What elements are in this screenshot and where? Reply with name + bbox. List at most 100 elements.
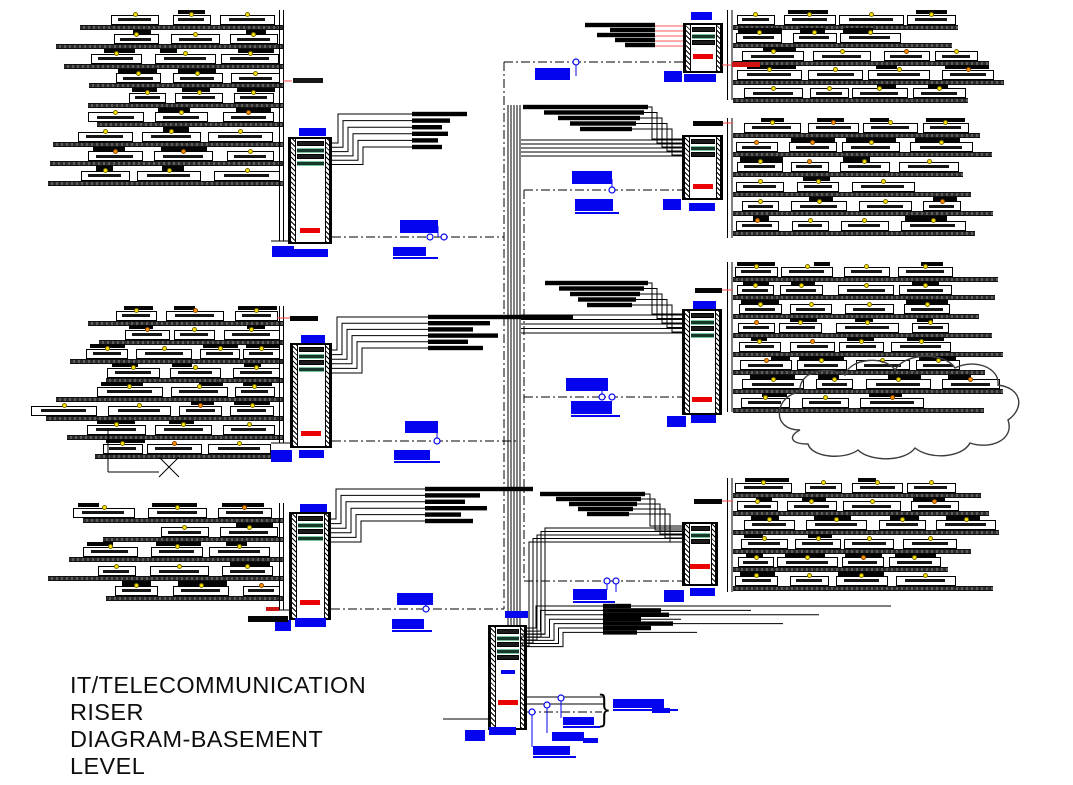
device-tag-bar: [242, 382, 273, 387]
connector-dot: [254, 308, 260, 313]
cable-tray-bar: [106, 595, 283, 601]
cable-tray-bar: [47, 180, 283, 186]
connector-dot: [770, 85, 776, 91]
cabinet-red-unit: [692, 184, 713, 189]
device-box-text: [144, 352, 183, 355]
device-tag-bar: [92, 146, 126, 152]
device-tag-bar: [100, 382, 143, 387]
connector-dot: [953, 48, 959, 54]
cable-run-bar: [603, 612, 669, 617]
cable-run-bar: [412, 125, 442, 130]
device-box-text: [866, 204, 904, 208]
blue-annotation: [690, 588, 715, 596]
device-tag-bar: [235, 522, 274, 527]
connector-dot: [247, 51, 253, 57]
blue-annotation: [684, 74, 716, 82]
device-box-text: [248, 589, 274, 593]
device-tag-bar: [229, 561, 270, 566]
device-box-text: [82, 511, 125, 514]
device-box-text: [846, 288, 885, 292]
cable-tray-bar: [733, 529, 999, 535]
connector-dot: [927, 536, 933, 541]
rack-unit: [690, 526, 710, 531]
device-box-text: [886, 523, 919, 527]
device-box-text: [174, 314, 215, 317]
device-box-text: [743, 504, 771, 508]
device-box-text: [748, 542, 780, 545]
junction-circle: [572, 58, 580, 66]
device-box-text: [804, 363, 839, 367]
connector-dot: [133, 31, 139, 37]
connector-dot: [936, 85, 942, 91]
cable-run-bar: [428, 333, 498, 338]
device-box-text: [917, 504, 951, 508]
device-box-text: [799, 36, 830, 40]
device-box-text: [850, 270, 883, 273]
cabinet-blue-unit: [500, 670, 515, 674]
connector-dot: [196, 90, 202, 96]
rack-unit: [298, 366, 324, 372]
device-tag-bar: [104, 49, 136, 54]
cable-run-bar: [412, 138, 438, 143]
connector-dot: [198, 583, 204, 589]
cable-tray-bar: [48, 576, 283, 582]
cable-tray-bar: [55, 396, 283, 402]
device-box-text: [41, 409, 87, 412]
connector-dot: [968, 376, 974, 382]
device-box-text: [919, 145, 963, 149]
blue-annotation: [272, 246, 294, 257]
cable-run-bar: [544, 110, 644, 115]
connector-dot: [113, 109, 119, 115]
device-box-text: [864, 363, 901, 367]
device-box-text: [217, 135, 263, 139]
device-box-text: [147, 174, 191, 178]
connector-dot: [798, 282, 804, 288]
blue-annotation: [405, 421, 438, 433]
blue-annotation: [573, 589, 607, 600]
device-box-text: [786, 560, 828, 564]
connector-dot: [189, 12, 195, 17]
device-box-text: [914, 486, 948, 489]
connector-dot: [171, 441, 177, 446]
blue-annotation: [613, 699, 664, 708]
blue-annotation: [663, 199, 681, 210]
device-tag-bar: [112, 363, 138, 368]
feed-wire: [644, 112, 682, 144]
device-box-text: [906, 288, 943, 292]
rack-unit: [297, 516, 323, 521]
blue-annotation: [400, 220, 438, 233]
connector-dot: [753, 554, 759, 560]
connector-dot: [166, 168, 172, 174]
feed-wire: [644, 288, 682, 319]
cable-tray-bar: [52, 141, 283, 147]
connector-dot: [104, 346, 110, 351]
device-tag-bar: [752, 216, 770, 221]
device-box-text: [747, 204, 774, 208]
cable-tray-bar: [88, 102, 283, 108]
blue-annotation: [664, 71, 682, 82]
device-box-text: [797, 224, 823, 228]
connector-dot: [753, 12, 759, 17]
connector-dot: [180, 148, 186, 154]
cable-run-bar: [603, 625, 651, 631]
cable-tray-bar: [45, 415, 283, 421]
cable-run-bar: [412, 144, 442, 150]
junction-circle: [422, 605, 430, 613]
device-box-text: [232, 333, 271, 336]
device-tag-bar: [762, 393, 788, 398]
device-tag-bar: [771, 355, 790, 360]
cabinet-red-unit: [693, 54, 713, 59]
blue-annotation-underline: [575, 212, 619, 214]
cable-run-bar: [425, 506, 487, 511]
device-box-text: [163, 428, 203, 431]
feed-wire: [636, 299, 682, 328]
cabinet-hatch-left: [685, 25, 691, 71]
connector-dot: [134, 308, 140, 313]
connector-dot: [807, 218, 813, 224]
connector-dot: [756, 30, 762, 36]
device-box-text: [91, 550, 129, 554]
connector-dot: [831, 120, 837, 125]
device-tag-bar: [932, 196, 957, 201]
device-box-text: [108, 447, 136, 450]
blue-annotation: [299, 450, 324, 458]
